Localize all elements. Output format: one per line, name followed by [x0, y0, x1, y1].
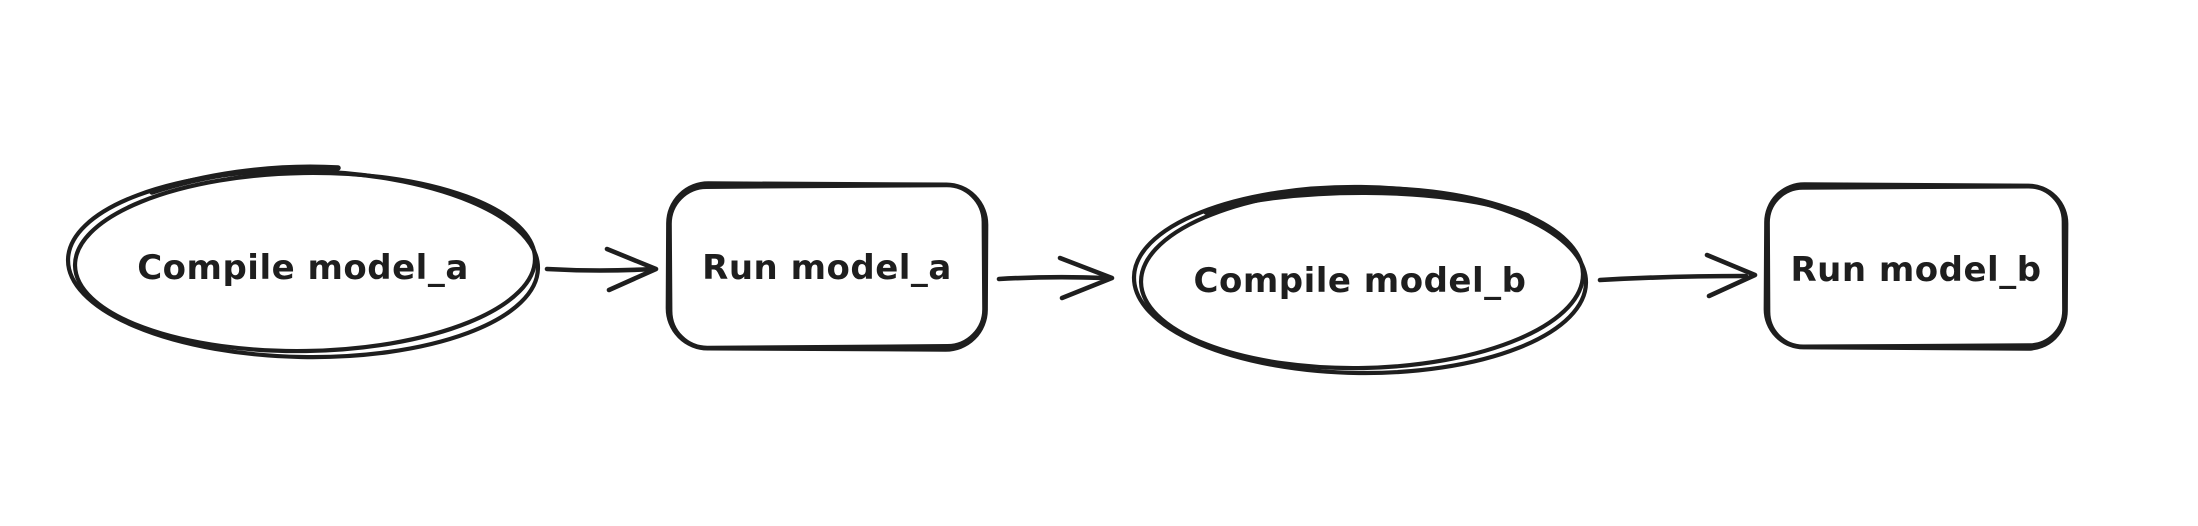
sketch-overdraw-stroke: [149, 164, 341, 195]
arrow-head-icon: [604, 246, 659, 293]
arrow-connector-3[interactable]: [1597, 252, 1758, 299]
sketch-overdraw-stroke: [1203, 189, 1531, 219]
rounded-rectangle-outline: [1763, 182, 2069, 351]
arrow-line: [1597, 273, 1749, 283]
node-compile-model-b[interactable]: Compile model_b: [1131, 184, 1589, 376]
node-run-model-a[interactable]: Run model_a: [665, 181, 989, 352]
arrow-head-icon: [1057, 255, 1115, 301]
arrow-connector-1[interactable]: [544, 246, 659, 293]
arrow-connector-2[interactable]: [996, 255, 1115, 301]
ellipse-outline: [65, 164, 541, 360]
node-label: Run model_b: [1790, 250, 2041, 290]
arrow-head-icon: [1704, 252, 1758, 299]
node-compile-model-a[interactable]: Compile model_a: [65, 164, 541, 362]
node-label: Compile model_b: [1194, 261, 1527, 301]
node-label: Compile model_a: [137, 248, 469, 288]
rounded-rectangle-outline: [665, 181, 989, 352]
ellipse-outline: [1131, 184, 1589, 376]
arrow-line: [544, 266, 655, 273]
arrow-line: [996, 274, 1108, 282]
node-label: Run model_a: [702, 248, 952, 288]
node-run-model-b[interactable]: Run model_b: [1763, 182, 2069, 351]
